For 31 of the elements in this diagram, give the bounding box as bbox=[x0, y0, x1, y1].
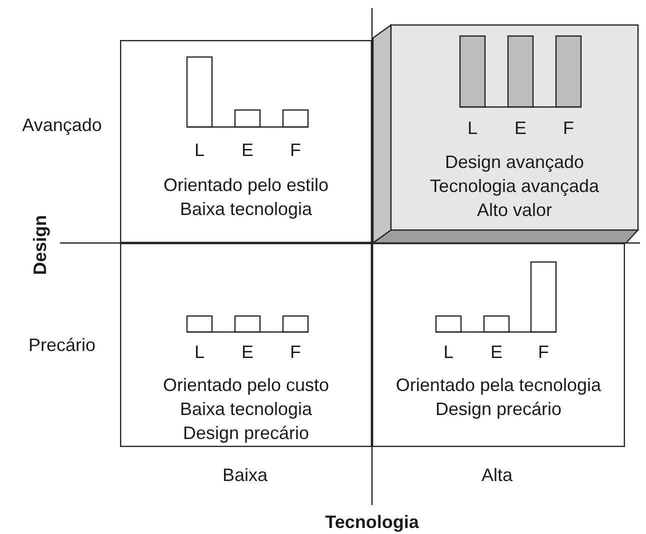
bar-letter: F bbox=[290, 139, 301, 161]
bar-letter: L bbox=[194, 341, 204, 363]
quadrant-box bbox=[372, 243, 625, 447]
bar-letter: L bbox=[444, 341, 454, 363]
quadrant-description: Orientado pelo custo bbox=[162, 374, 330, 396]
bar-letter: F bbox=[563, 117, 574, 139]
axis-value-label: Precário bbox=[28, 334, 96, 356]
quadrant-box bbox=[120, 243, 372, 447]
bar-letter: F bbox=[538, 341, 549, 363]
bar-letter: E bbox=[242, 139, 254, 161]
quadrant-description: Design precário bbox=[435, 398, 562, 420]
bar-letter: E bbox=[490, 341, 502, 363]
axis-value-label: Avançado bbox=[22, 114, 102, 136]
quadrant-description: Tecnologia avançada bbox=[430, 175, 600, 197]
axis-title: Design bbox=[29, 215, 51, 275]
quadrant-description: Design avançado bbox=[444, 151, 584, 173]
axis-value-label: Alta bbox=[481, 464, 513, 486]
quadrant-description: Baixa tecnologia bbox=[180, 198, 312, 220]
quadrant-description: Design precário bbox=[182, 422, 310, 444]
axis-title: Tecnologia bbox=[325, 511, 419, 533]
bar-letter: L bbox=[468, 117, 478, 139]
bar-letter: E bbox=[514, 117, 526, 139]
bar-letter: L bbox=[194, 139, 204, 161]
bar-letter: E bbox=[242, 341, 254, 363]
quadrant-description: Orientado pelo estilo bbox=[163, 174, 329, 196]
quadrant-description: Alto valor bbox=[476, 199, 552, 221]
axis-value-label: Baixa bbox=[222, 464, 268, 486]
quadrant-description: Baixa tecnologia bbox=[180, 398, 312, 420]
bar-letter: F bbox=[290, 341, 301, 363]
quadrant-description: Orientado pela tecnologia bbox=[396, 374, 602, 396]
quadrant-box bbox=[120, 40, 372, 243]
